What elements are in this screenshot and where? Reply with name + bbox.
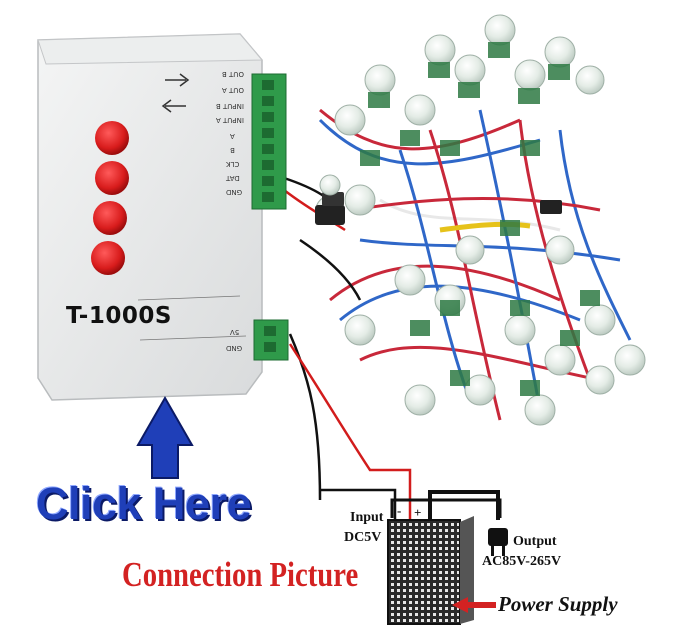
speed-down-button (95, 121, 129, 155)
port-label-input-b: INPUT B (216, 102, 244, 110)
model-label: T-1000S (66, 303, 172, 329)
input-label: Input (350, 510, 384, 525)
speed-up-button (95, 161, 129, 195)
power-supply-label: Power Supply (498, 592, 618, 616)
click-here-label[interactable]: Click Here (36, 478, 252, 529)
terminal-block-top (251, 73, 287, 210)
port-label-gnd-power: GND (226, 344, 243, 352)
terminal-block-bottom (253, 319, 289, 361)
port-label-out-a: OUT A (222, 86, 244, 94)
connection-picture-title: Connection Picture (122, 555, 359, 594)
mode-button (93, 201, 127, 235)
port-label-5v: 5V (230, 328, 240, 336)
port-label-b: B (230, 146, 235, 154)
power-plug-icon (488, 528, 508, 556)
port-label-out-b: OUT B (222, 70, 244, 78)
controller-wires (283, 176, 500, 520)
controller-box (37, 33, 289, 401)
jst-connector (315, 174, 562, 225)
input-voltage-label: DC5V (344, 530, 382, 545)
arrow-up-icon (136, 395, 194, 479)
output-voltage-label: AC85V-265V (482, 554, 562, 569)
arrow-left-icon (161, 99, 186, 113)
led-pixels (315, 14, 646, 426)
arrow-left-icon (452, 597, 496, 613)
port-label-dat: DAT (226, 174, 240, 182)
port-label-gnd: GND (226, 188, 243, 196)
port-label-clk: CLK (226, 160, 240, 168)
port-label-a: A (230, 132, 235, 140)
minus-terminal-label: - (397, 503, 402, 518)
set-button (91, 241, 125, 275)
power-supply-unit (387, 498, 502, 625)
plus-terminal-label: + (414, 505, 422, 520)
port-label-input-a: INPUT A (216, 116, 244, 124)
output-label: Output (513, 534, 557, 549)
arrow-right-icon (165, 73, 190, 87)
